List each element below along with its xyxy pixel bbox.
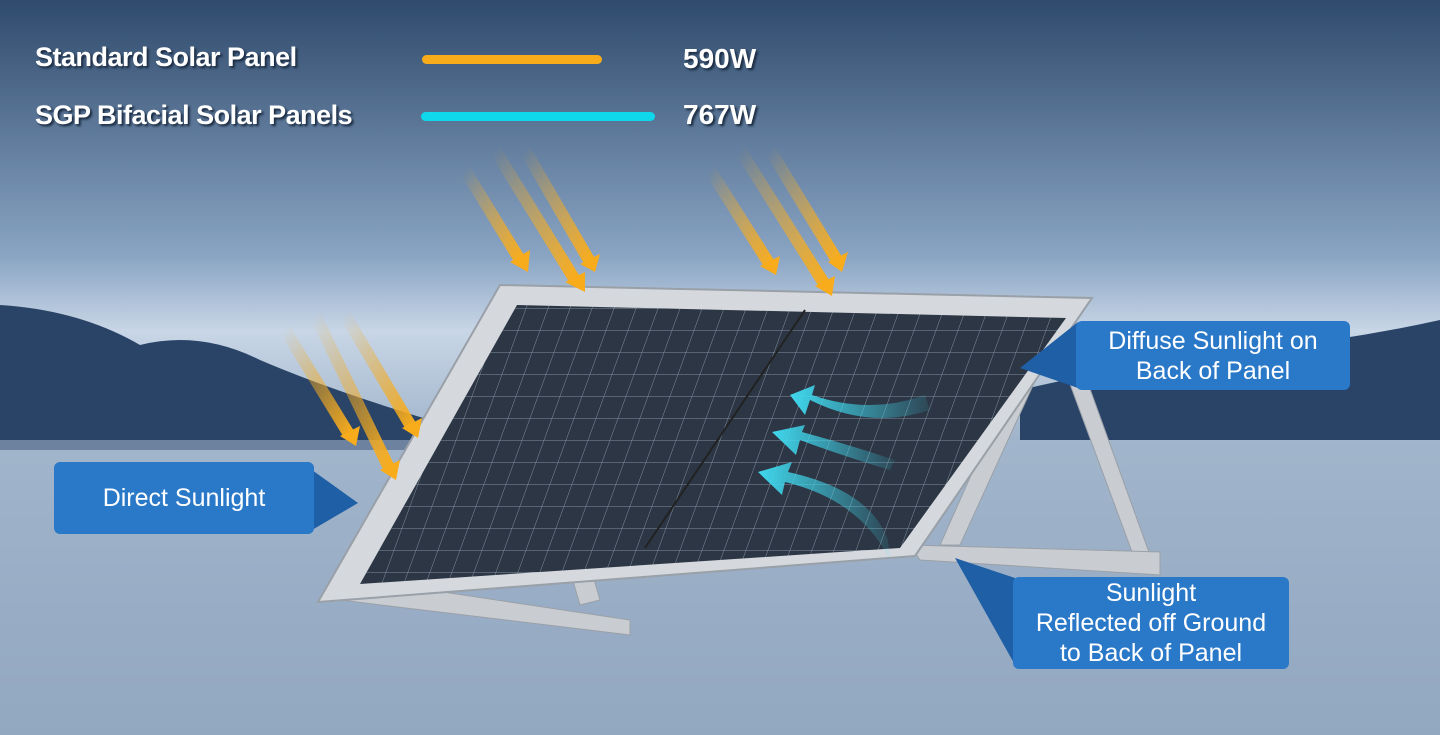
panel-cable: [644, 309, 806, 549]
reflected-callout-pointer: [955, 558, 1015, 665]
direct-sunlight-arrows: [279, 146, 844, 473]
reflected-line-3: to Back of Panel: [1059, 639, 1243, 667]
legend-label-standard: Standard Solar Panel: [35, 42, 297, 72]
direct-sunlight-arrowheads: [340, 250, 848, 480]
reflected-sunlight-callout: Sunlight Reflected off Ground to Back of…: [1013, 577, 1289, 669]
direct-sunlight-label: Direct Sunlight: [102, 484, 266, 512]
legend-value-bifacial: 767W: [683, 99, 757, 130]
legend-label-bifacial: SGP Bifacial Solar Panels: [35, 100, 353, 130]
reflected-light-arrows: [758, 385, 930, 560]
mountains-left: [0, 305, 430, 450]
diffuse-line-2: Back of Panel: [1135, 356, 1291, 385]
diffuse-line-1: Diffuse Sunlight on: [1108, 326, 1318, 355]
legend-bar-bifacial: [421, 112, 655, 121]
reflected-line-1: Sunlight: [1105, 579, 1197, 607]
legend-bar-standard: [422, 55, 602, 64]
reflected-line-2: Reflected off Ground: [1035, 609, 1267, 637]
diffuse-sunlight-callout: Diffuse Sunlight on Back of Panel: [1076, 321, 1350, 390]
diffuse-callout-pointer: [1020, 322, 1078, 388]
legend-value-standard: 590W: [683, 43, 757, 74]
direct-callout-pointer: [312, 470, 358, 530]
panel-cells: [360, 305, 1066, 584]
direct-sunlight-callout: Direct Sunlight: [54, 462, 314, 534]
